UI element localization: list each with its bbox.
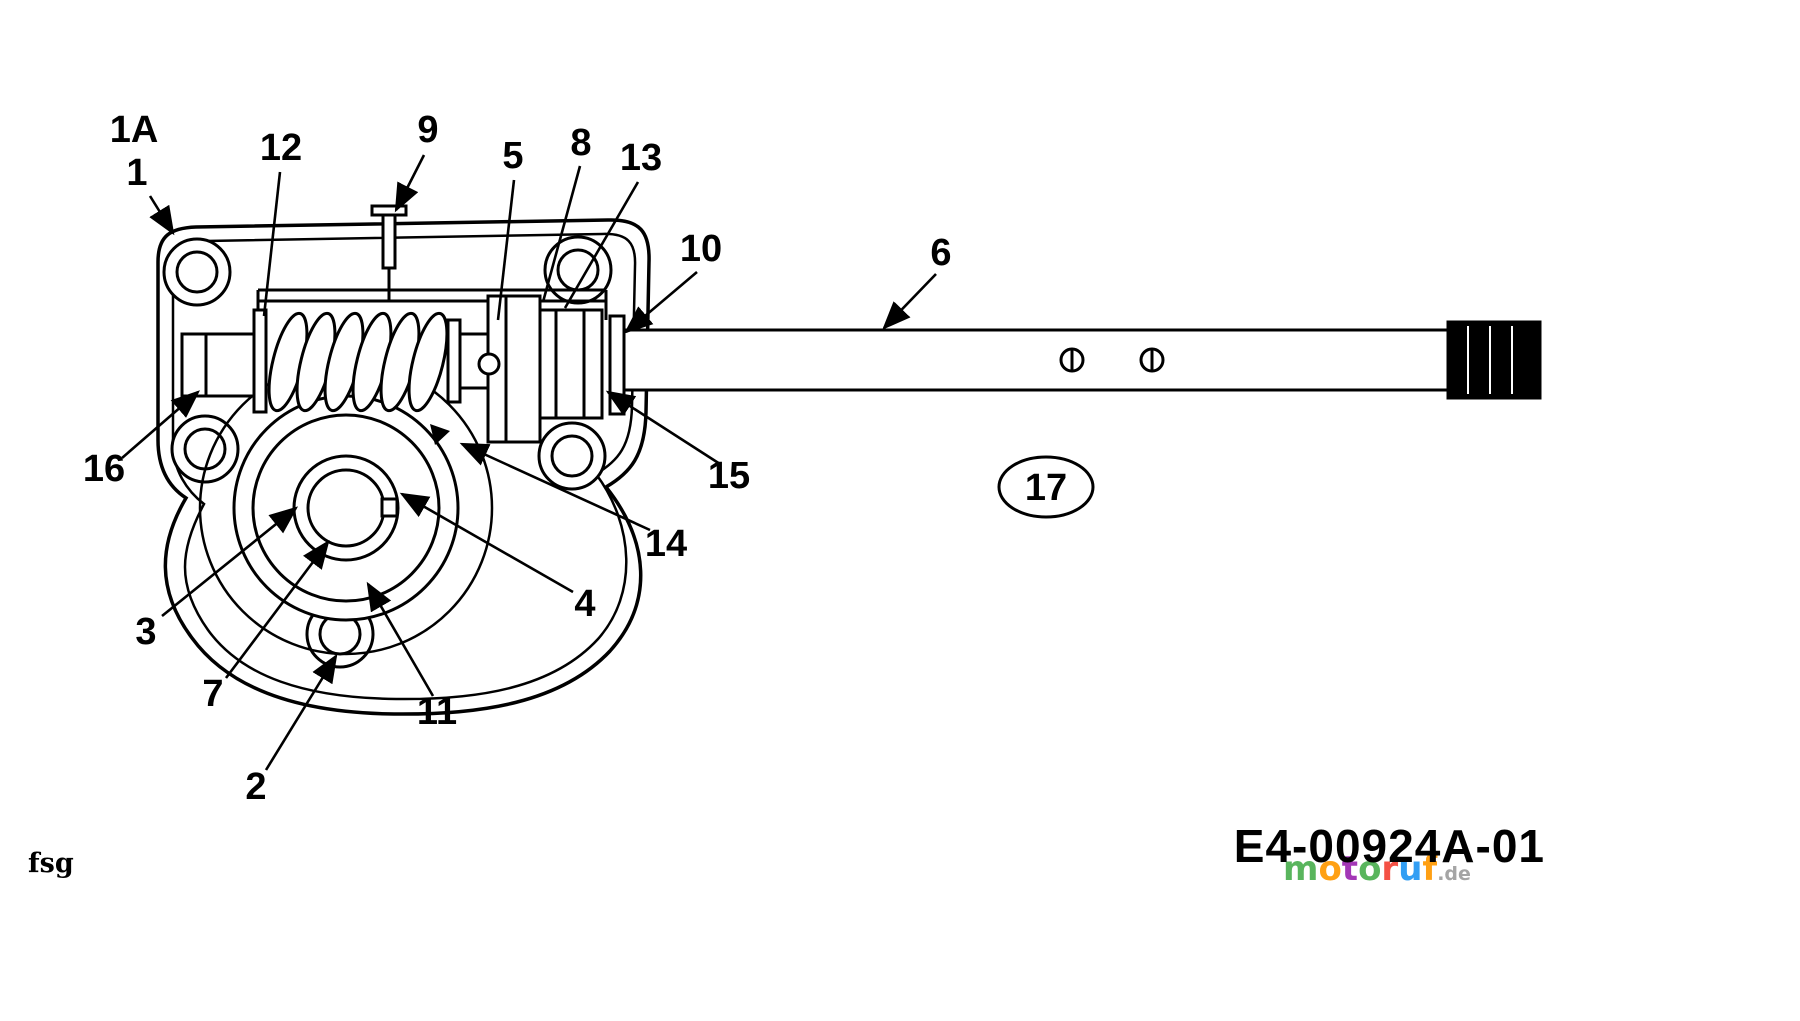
leader-line-2 <box>264 653 338 771</box>
callout-17-balloon: 17 <box>997 455 1095 519</box>
shift-pin-body <box>381 212 397 270</box>
shift-pin-head <box>370 204 408 217</box>
shaft-screw-hole-1 <box>1059 347 1085 373</box>
watermark-letter: o <box>1318 849 1341 889</box>
leader-line-14 <box>459 442 651 532</box>
watermark-letter: f <box>1422 849 1438 889</box>
footer: fsg motoruf.de E4-00924A-01 <box>28 820 1545 889</box>
callout-label-12: 12 <box>260 127 302 169</box>
callout-label-6: 6 <box>930 232 951 274</box>
callout-label-5: 5 <box>502 135 523 177</box>
worm-gear-assembly <box>180 308 490 414</box>
leader-line-5 <box>496 179 516 321</box>
author-code: fsg <box>28 848 74 879</box>
leader-line-15 <box>605 390 721 466</box>
watermark-letter: r <box>1381 849 1398 889</box>
callout-label-14: 14 <box>645 523 687 565</box>
wheel-gear-inner <box>251 413 441 603</box>
leader-line-8 <box>541 165 582 303</box>
axle-shaft <box>622 320 1542 400</box>
callout-label-16: 16 <box>83 448 125 490</box>
callout-label-8: 8 <box>570 122 591 164</box>
callout-label-3: 3 <box>135 611 156 653</box>
leader-line-10 <box>624 271 698 334</box>
leader-line-1 <box>148 195 175 236</box>
callout-label-9: 9 <box>417 109 438 151</box>
clutch-assembly <box>430 294 626 445</box>
callout-label-2: 2 <box>245 766 266 808</box>
callout-label-15: 15 <box>708 455 750 497</box>
thrust-washer <box>446 318 462 404</box>
shaft-body <box>622 328 1450 392</box>
callout-label-4: 4 <box>574 583 595 625</box>
watermark-letter: o <box>1358 849 1381 889</box>
callout-label-13: 13 <box>620 137 662 179</box>
watermark-letter: m <box>1283 849 1318 889</box>
seal-pointer-mark <box>430 424 450 445</box>
leader-lines <box>121 154 937 771</box>
bolt-holes <box>162 235 613 669</box>
gearbox-housing <box>156 218 651 716</box>
leader-line-16 <box>121 390 200 459</box>
callout-label-7: 7 <box>202 673 223 715</box>
watermark-motoruf: motoruf.de <box>1283 849 1471 889</box>
housing-inner-outline <box>171 232 637 701</box>
left-bearing-block <box>180 332 258 398</box>
callout-label-10: 10 <box>680 228 722 270</box>
pivot-bolt <box>477 352 501 376</box>
watermark-letter: t <box>1342 849 1358 889</box>
callout-labels: 1A 1 12 9 5 8 13 10 6 16 15 14 4 3 7 11 … <box>83 109 1095 808</box>
wheel-gear-assembly <box>198 360 494 656</box>
leader-line-4 <box>399 492 574 594</box>
worm-washer <box>252 308 268 414</box>
worm-thread-6 <box>407 311 449 413</box>
callout-label-1A: 1A <box>110 109 159 151</box>
part-number: E4-00924A-01 <box>1234 820 1545 872</box>
leader-line-6 <box>882 273 937 330</box>
bearing-block-8 <box>538 308 604 420</box>
shaft-screw-hole-2 <box>1139 347 1165 373</box>
hub-keyway <box>380 497 399 518</box>
callout-label-11: 11 <box>417 691 457 733</box>
callout-label-1: 1 <box>126 152 147 194</box>
callout-17-ellipse <box>997 455 1095 519</box>
leader-line-11 <box>366 581 435 697</box>
spline-end <box>1446 320 1542 400</box>
leader-line-3 <box>161 506 299 618</box>
leader-line-12 <box>262 171 282 317</box>
callout-label-17: 17 <box>1025 467 1067 509</box>
bolt-hole-top-left <box>175 250 219 294</box>
leader-line-7 <box>224 539 330 679</box>
leader-line-9 <box>394 154 426 213</box>
bolt-hole-mid-right <box>550 434 594 478</box>
watermark-suffix: .de <box>1437 863 1471 885</box>
watermark-letter: u <box>1398 849 1422 889</box>
leader-line-13 <box>563 181 640 309</box>
housing-outer-outline <box>156 218 651 716</box>
